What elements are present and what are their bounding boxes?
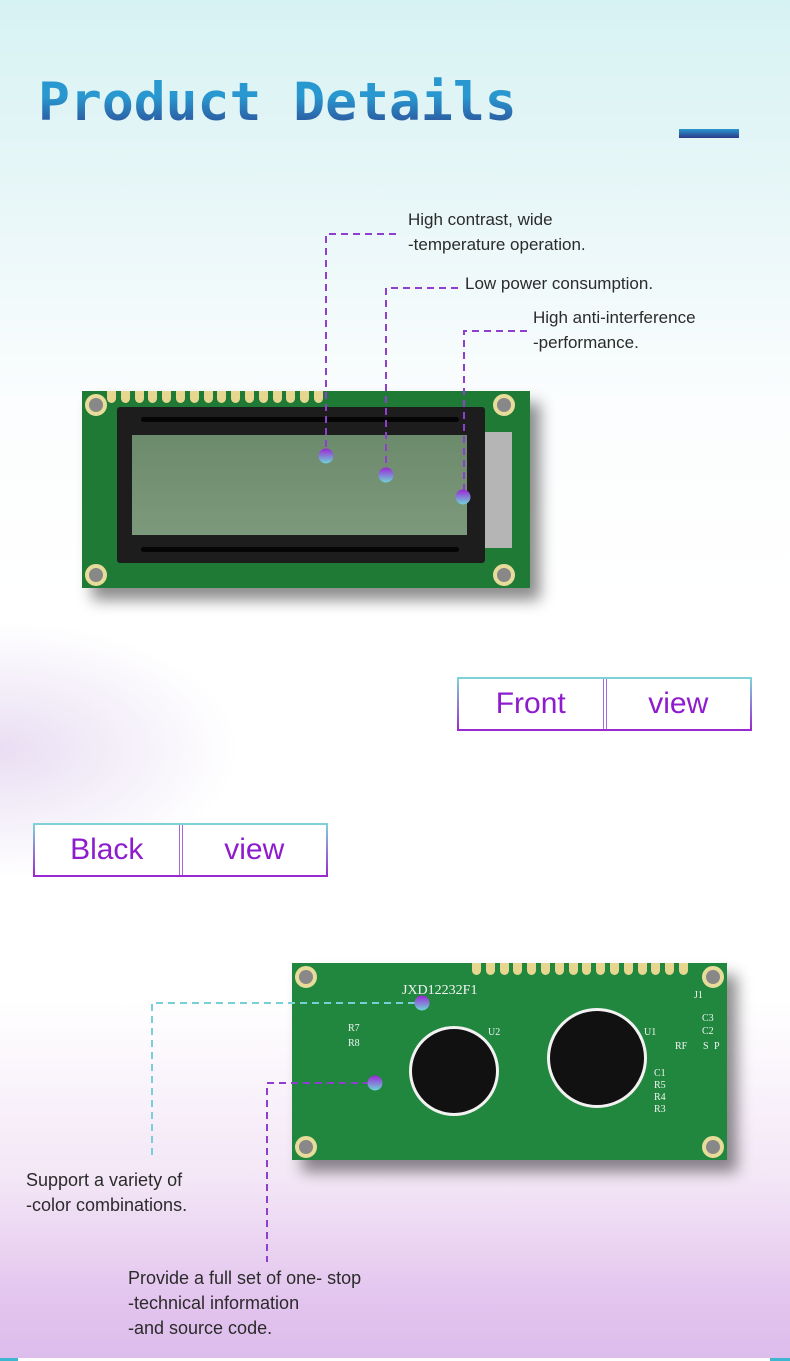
pin	[217, 391, 227, 403]
callout-colors: Support a variety of-color combinations.	[26, 1170, 188, 1215]
pin	[623, 963, 633, 975]
title-accent-bar	[679, 129, 739, 138]
pin	[596, 963, 606, 975]
callout-dot	[414, 995, 430, 1011]
pin	[485, 963, 495, 975]
pin	[499, 963, 509, 975]
callout-dot	[367, 1075, 383, 1091]
pin	[258, 391, 268, 403]
page-title: Product Details	[38, 70, 517, 136]
pin	[472, 963, 481, 975]
pin	[541, 963, 550, 975]
pin	[176, 391, 185, 403]
pin	[527, 963, 537, 975]
pin	[300, 391, 310, 403]
callout-dot	[455, 489, 471, 505]
lcd-back-image: JXD12232F1 U2 U1 R7 R8 C3 C2 J1 RF S P C…	[292, 963, 727, 1160]
leader-line	[266, 1082, 370, 1262]
lcd-front-image	[82, 391, 530, 588]
pin	[189, 391, 199, 403]
callout-dot	[378, 467, 394, 483]
pin	[120, 391, 130, 403]
pin	[286, 391, 296, 403]
pin	[245, 391, 254, 403]
pin	[582, 963, 592, 975]
pin	[272, 391, 282, 403]
pin	[162, 391, 172, 403]
pin	[679, 963, 688, 975]
pin	[610, 963, 619, 975]
pin	[651, 963, 661, 975]
pin	[568, 963, 578, 975]
pin	[107, 391, 116, 403]
pin	[513, 963, 523, 975]
leader-line	[463, 330, 527, 492]
pin	[314, 391, 323, 403]
callout-dot	[318, 448, 334, 464]
leader-line	[151, 1002, 415, 1160]
pin	[637, 963, 647, 975]
callout-technical: Provide a full set of one- stop-technica…	[128, 1268, 362, 1338]
pin	[554, 963, 564, 975]
callout-power: Low power consumption.	[465, 274, 654, 293]
leader-line	[385, 287, 458, 470]
pin	[203, 391, 213, 403]
footer-line	[0, 1358, 790, 1361]
callout-interference: High anti-interference-performance.	[533, 308, 696, 352]
pin	[665, 963, 675, 975]
pin	[231, 391, 241, 403]
callout-contrast: High contrast, wide-temperature operatio…	[408, 210, 586, 254]
pin	[148, 391, 158, 403]
pin	[134, 391, 144, 403]
